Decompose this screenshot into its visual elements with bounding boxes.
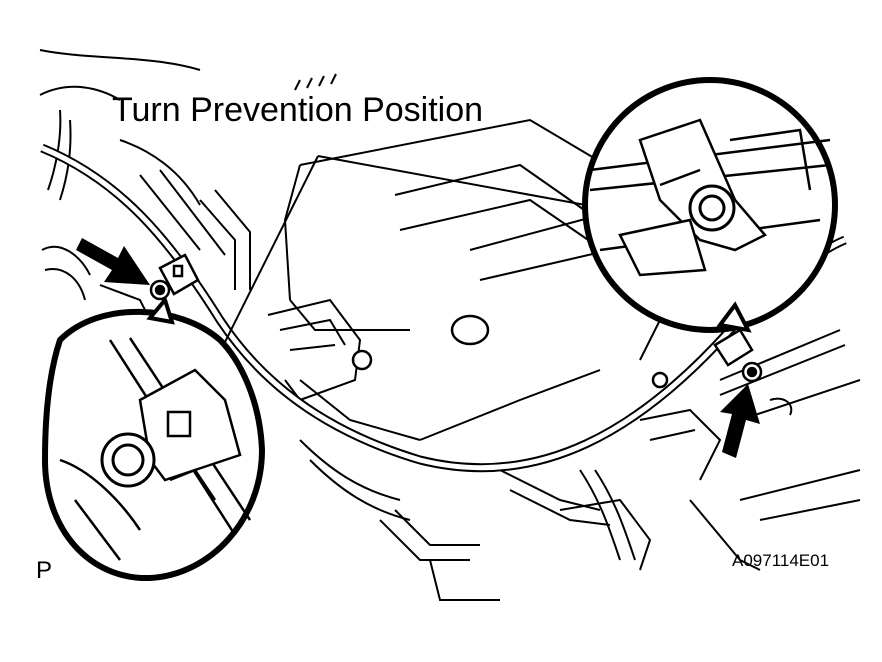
right-cable-clamp (713, 328, 763, 383)
center-clamp (351, 314, 669, 389)
corner-mark: P (36, 557, 52, 584)
left-detail-view (41, 295, 266, 582)
diagram-title: Turn Prevention Position (112, 91, 483, 129)
left-cable-clamp (149, 253, 200, 301)
right-detail-view (582, 77, 838, 333)
left-arrow (76, 238, 150, 285)
right-arrow (720, 384, 760, 458)
figure-code: A097114E01 (732, 551, 829, 570)
